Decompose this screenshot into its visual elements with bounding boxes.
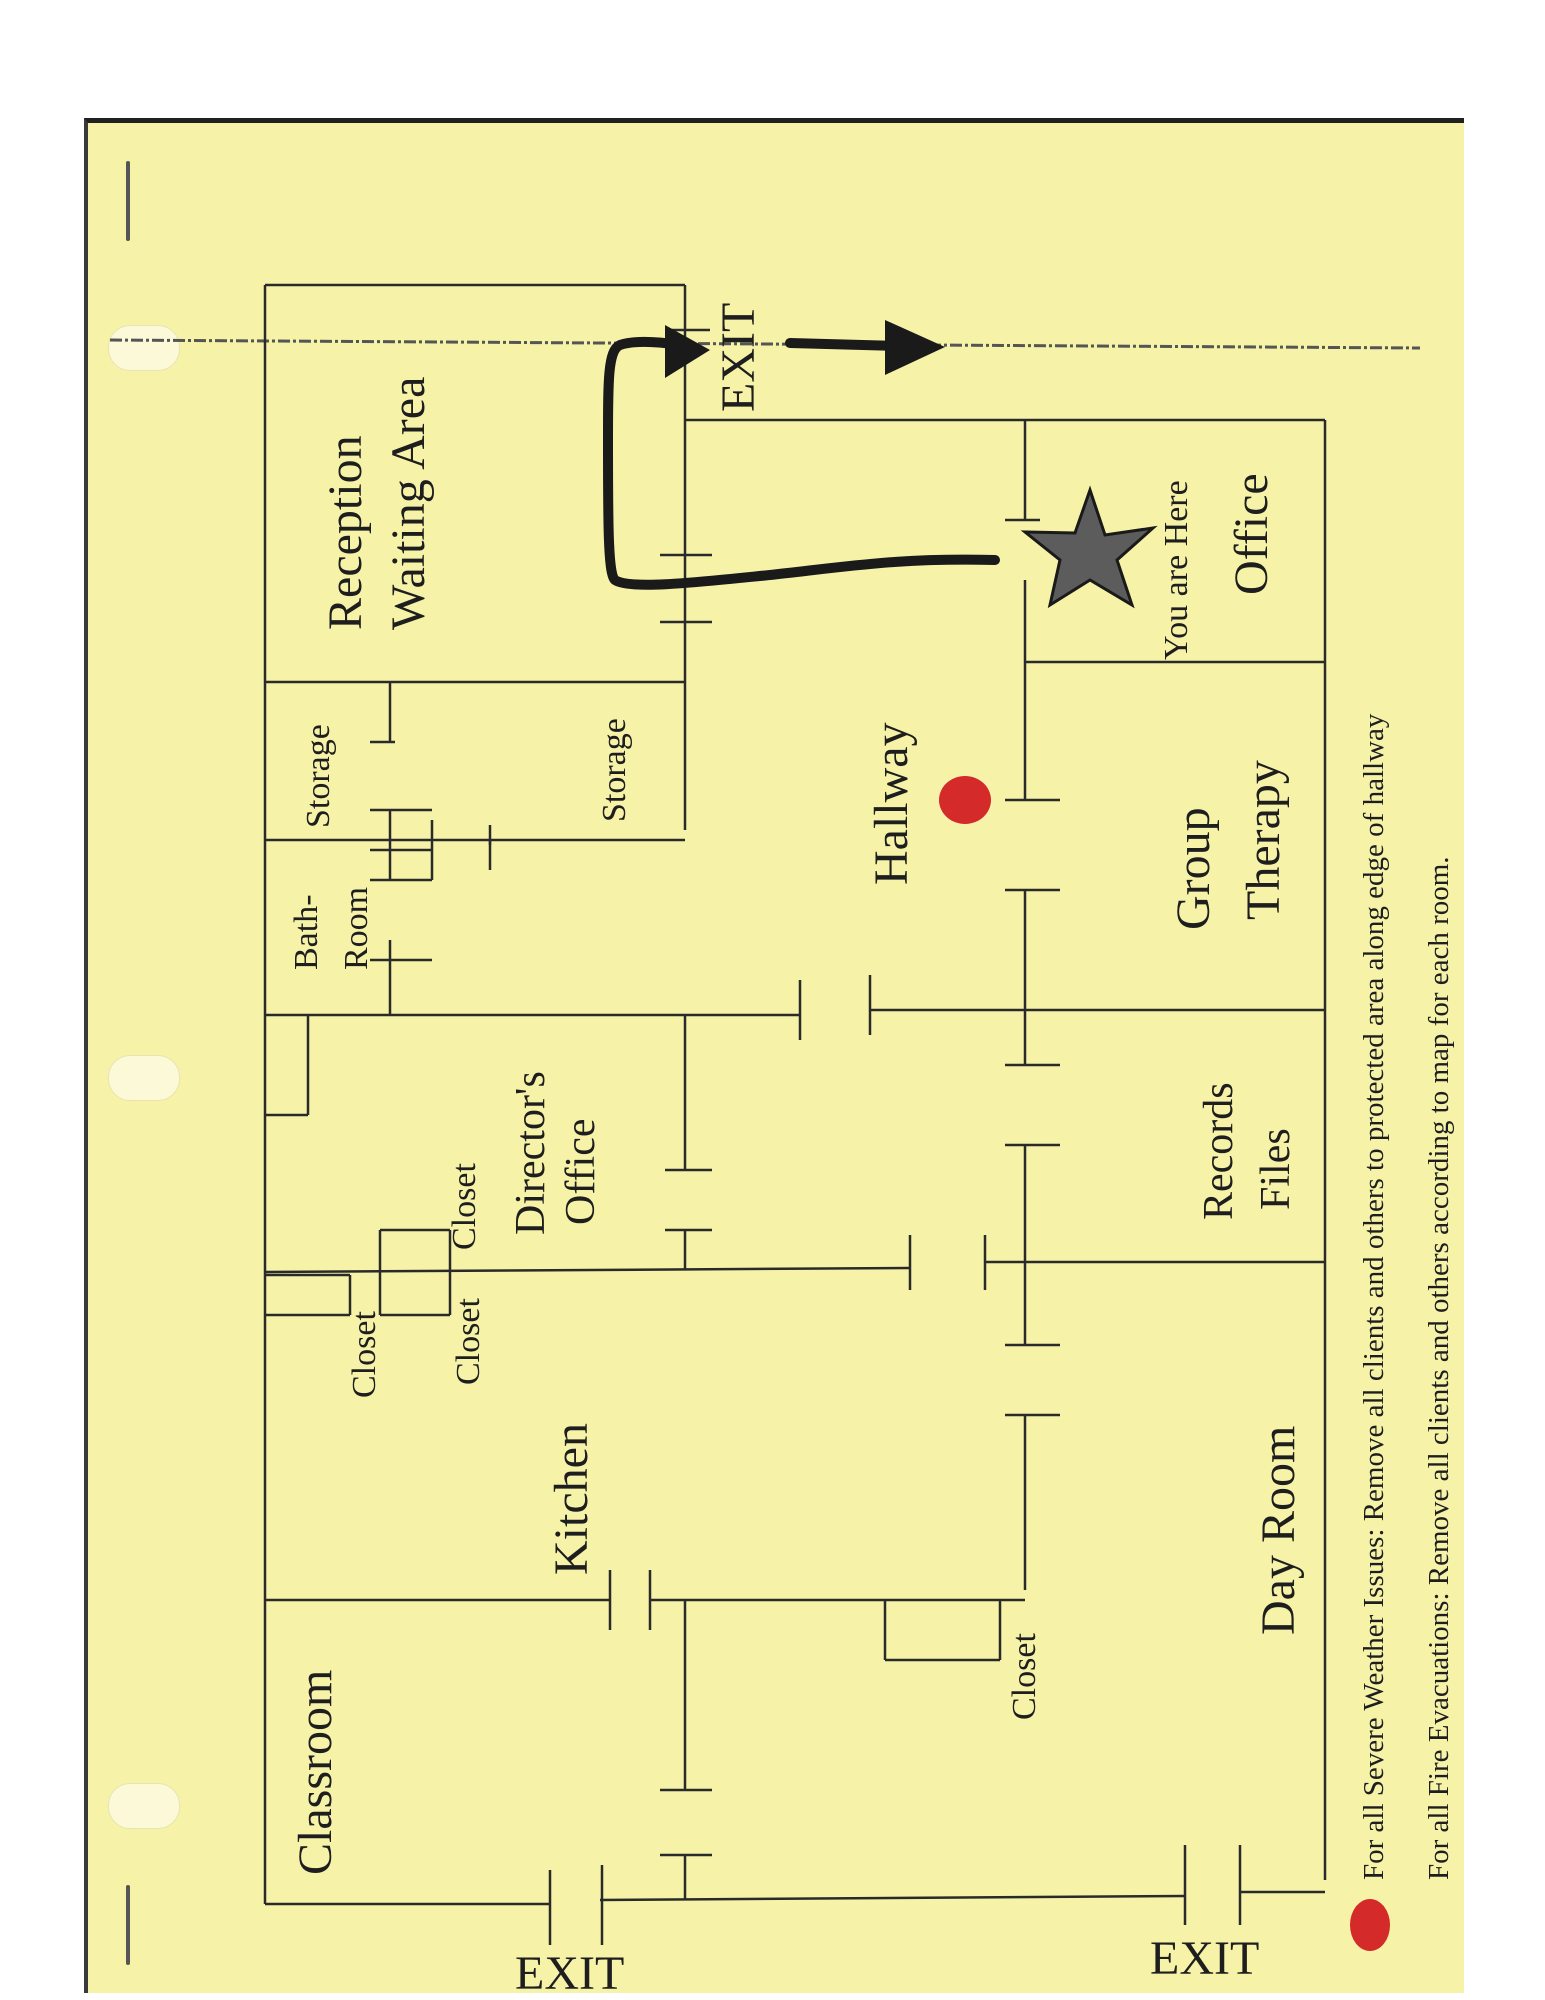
exit-top-label: EXIT	[712, 302, 765, 412]
closet-label-b: Closet	[346, 1311, 383, 1398]
arrow-icon	[603, 320, 1000, 590]
closet-label-a: Closet	[446, 1163, 483, 1250]
closet-label-c: Closet	[450, 1298, 487, 1385]
group-label: Group	[1167, 807, 1220, 930]
waiting-area-label: Waiting Area	[382, 376, 435, 630]
reception-label: Reception	[319, 435, 372, 630]
you-are-here-star	[1020, 485, 1158, 609]
staple-bottom	[126, 1885, 130, 1965]
binder-hole-middle	[108, 1055, 180, 1101]
classroom-label: Classroom	[289, 1669, 342, 1875]
records-label: Records	[1196, 1082, 1242, 1220]
files-label: Files	[1253, 1128, 1299, 1210]
day-room-label: Day Room	[1252, 1425, 1305, 1635]
binder-hole-top	[108, 325, 180, 371]
closet-label-d: Closet	[1006, 1633, 1043, 1720]
evacuation-route-line	[603, 337, 1000, 590]
red-dot-icon	[939, 776, 991, 824]
directors-label: Director's	[508, 1071, 554, 1235]
route-arrowhead-inner	[665, 325, 710, 378]
staple-top	[126, 161, 130, 241]
storage-lower-label: Storage	[596, 718, 633, 822]
you-are-here-label: You are Here	[1158, 480, 1195, 660]
directors-office-label: Office	[558, 1118, 604, 1226]
route-arrow-shaft-outer	[785, 338, 905, 351]
binder-hole-bottom	[108, 1783, 180, 1829]
storage-upper-label: Storage	[300, 724, 337, 828]
exit-bottom-left-label: EXIT	[515, 1947, 625, 2000]
fire-evacuation-note: For all Fire Evacuations: Remove all cli…	[1423, 856, 1455, 1880]
star-icon	[1020, 485, 1158, 609]
therapy-label: Therapy	[1237, 760, 1290, 920]
route-arrowhead-outer	[885, 320, 945, 375]
fold-line	[109, 338, 1421, 350]
walls	[109, 283, 1421, 1945]
kitchen-label: Kitchen	[545, 1423, 598, 1575]
exit-bottom-right-label: EXIT	[1150, 1932, 1260, 1985]
room-label: Room	[338, 886, 375, 970]
bath-label: Bath-	[288, 894, 325, 970]
office-label: Office	[1225, 473, 1278, 595]
floor-plan-sheet	[84, 118, 1464, 1993]
red-dot-icon	[1350, 1899, 1390, 1951]
severe-weather-note: For all Severe Weather Issues: Remove al…	[1358, 713, 1390, 1880]
hallway-label: Hallway	[865, 722, 918, 885]
